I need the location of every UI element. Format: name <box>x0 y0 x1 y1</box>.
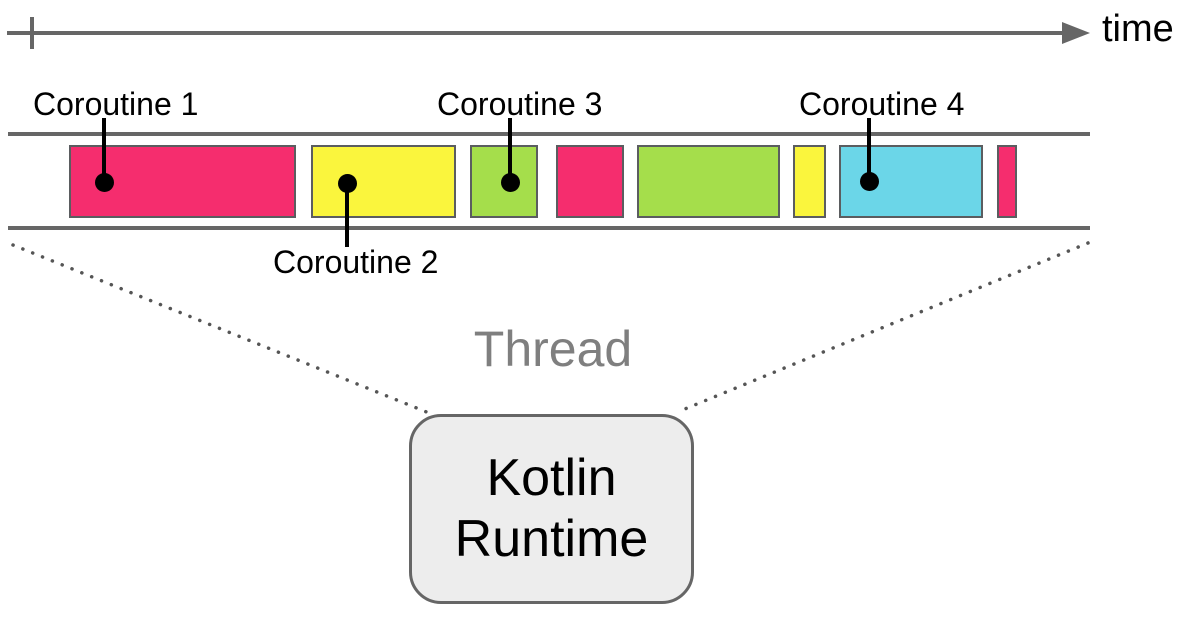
runtime-box-line2: Runtime <box>454 510 649 568</box>
time-axis-label: time <box>1102 8 1174 50</box>
coroutine-label: Coroutine 3 <box>437 86 603 122</box>
coroutine-segment <box>637 145 780 218</box>
thread-label: Thread <box>473 321 633 377</box>
coroutine-segment <box>556 145 624 218</box>
callout-pointer-line <box>102 118 106 182</box>
coroutine-segment <box>311 145 456 218</box>
coroutine-segment <box>997 145 1017 218</box>
callout-pointer-line <box>867 118 871 181</box>
thread-rail-bottom <box>8 226 1090 230</box>
coroutine-segment <box>793 145 826 218</box>
runtime-box-line1: Kotlin <box>486 449 617 507</box>
dotted-line-right <box>678 241 1090 413</box>
callout-dot <box>500 172 520 192</box>
callout-dot <box>337 173 357 193</box>
arrow-right-icon <box>1062 22 1090 44</box>
coroutine-label: Coroutine 2 <box>273 244 439 280</box>
thread-rail-top <box>8 132 1090 136</box>
coroutine-label: Coroutine 4 <box>799 86 965 122</box>
callout-dot <box>859 171 879 191</box>
callout-dot <box>94 172 114 192</box>
callout-pointer-line <box>508 118 512 182</box>
coroutine-segment <box>470 145 538 218</box>
time-axis-line <box>7 31 1063 35</box>
coroutine-label: Coroutine 1 <box>33 86 199 122</box>
kotlin-runtime-box: Kotlin Runtime <box>409 414 694 604</box>
callout-pointer-line <box>345 183 349 247</box>
